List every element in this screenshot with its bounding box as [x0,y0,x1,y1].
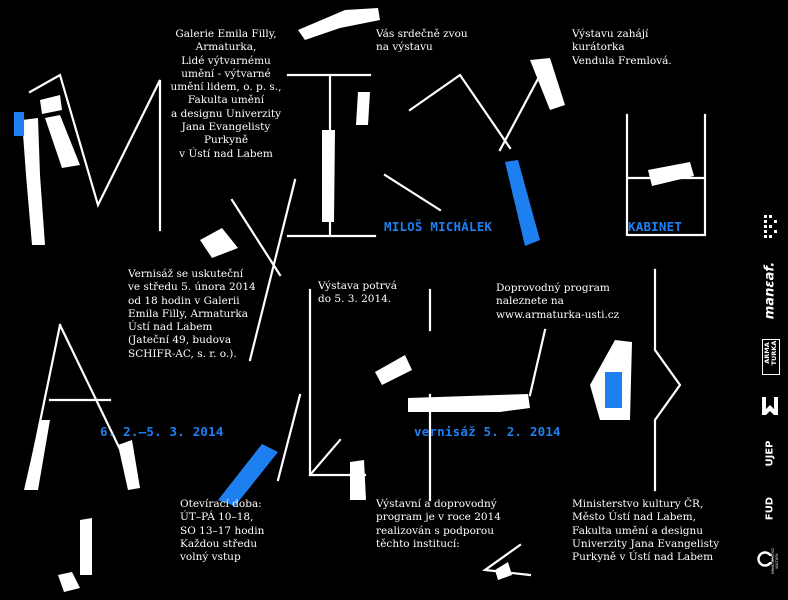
duration-text: Výstava potrvá do 5. 3. 2014. [318,280,397,306]
vernissage-date: vernisáž 5. 2. 2014 [414,424,561,439]
university-emblem-logo [752,395,788,417]
organizers-text: Galerie Emila Filly, Armaturka, Lidé výt… [170,28,282,160]
brush-shape [648,162,694,186]
stroke-accent [482,543,532,577]
brush-shape [530,58,565,110]
vernissage-text: Vernisáž se uskuteční ve středu 5. února… [128,268,256,360]
support-text: Výstavní a doprovodný program je v roce … [376,498,501,550]
ujep-logo: UJEP [752,435,788,475]
letter-k-strokes [653,268,682,492]
diagonal-stroke [276,393,302,482]
diagonal-stroke [248,178,297,362]
institutions-text: Ministerstvo kultury ČR, Město Ústí nad … [572,498,720,564]
brush-shape [350,460,366,500]
ministry-logo: MINISTERSTVO KULTURY [752,543,788,575]
brush-shape [298,8,380,40]
university-emblem-icon [762,397,778,415]
opening-hours-text: Otevírací doba: ÚT–PÁ 10–18, SO 13–17 ho… [180,498,265,564]
sponsor-logos: manɛaf. ARMA TURKA UJEP FUD MINISTERSTVO… [752,205,788,600]
ministry-logo-icon [757,551,773,567]
letter-m-strokes [28,73,162,232]
ministry-logo-text: MINISTERSTVO KULTURY [771,547,779,575]
exhibition-title: KABINET [628,219,683,234]
brush-shape [118,440,140,490]
brush-shape [322,130,335,222]
maneat-logo: manɛaf. [752,261,788,321]
armaturka-logo-text-bottom: TURKA [770,340,778,366]
brush-shape [24,420,50,490]
stroke-accent [498,73,542,152]
maneat-logo-text: manɛaf. [762,261,778,320]
brush-shape [356,92,370,125]
brush-shape [408,394,530,412]
fud-logo: FUD [752,495,788,525]
exhibition-dates: 6. 2.—5. 3. 2014 [100,424,224,439]
brush-shape [375,355,412,385]
brush-shape [80,518,92,575]
letter-l-strokes [308,288,367,477]
artist-name: MILOŠ MICHÁLEK [384,219,493,234]
brush-shape [22,118,45,245]
brush-shape [495,562,512,580]
brush-shape [200,228,238,258]
program-text: Doprovodný program naleznete na www.arma… [496,282,620,321]
armaturka-logo: ARMA TURKA [752,335,788,377]
brush-shape [40,95,62,114]
blue-brush-shape [505,160,540,246]
gallery-logo [752,213,788,241]
gallery-logo-icon [764,215,777,238]
stroke-accent [528,328,547,397]
blue-brush-shape [218,444,278,506]
ujep-logo-text: UJEP [764,440,776,467]
letter-c-strokes [383,73,512,212]
invite-text: Vás srdečně zvou na výstavu [376,28,468,54]
fud-logo-text: FUD [764,496,776,521]
blue-brush-shape [14,112,24,136]
brush-shape [58,572,80,592]
diagonal-stroke [230,198,282,277]
armaturka-logo-frame [762,339,780,375]
curator-text: Výstavu zahájí kurátorka Vendula Fremlov… [572,28,672,67]
blue-brush-shape [605,372,622,408]
brush-shape [45,115,80,168]
